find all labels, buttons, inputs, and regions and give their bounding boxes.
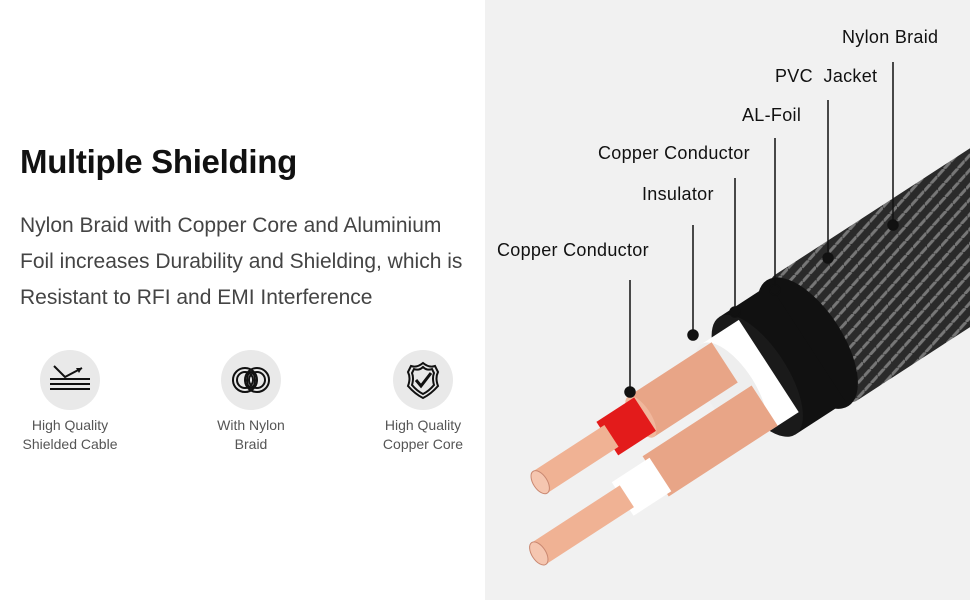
text-panel: Multiple Shielding Nylon Braid with Copp…: [5, 143, 488, 454]
cable-cross-section-illustration: [529, 62, 970, 566]
label-copper-conductor-outer: Copper Conductor: [598, 143, 750, 163]
label-pvc-jacket: PVC Jacket: [775, 66, 878, 86]
label-insulator: Insulator: [642, 184, 714, 204]
label-al-foil: AL-Foil: [742, 105, 802, 125]
page-title: Multiple Shielding: [20, 143, 297, 180]
shield-reflect-icon: [40, 350, 100, 410]
description: Nylon Braid with Copper Core and Alumini…: [20, 214, 463, 309]
badge-check-icon: [393, 350, 453, 410]
label-copper-conductor-inner: Copper Conductor: [497, 240, 649, 260]
braid-rings-icon: [221, 350, 281, 410]
label-nylon-braid: Nylon Braid: [842, 27, 939, 47]
